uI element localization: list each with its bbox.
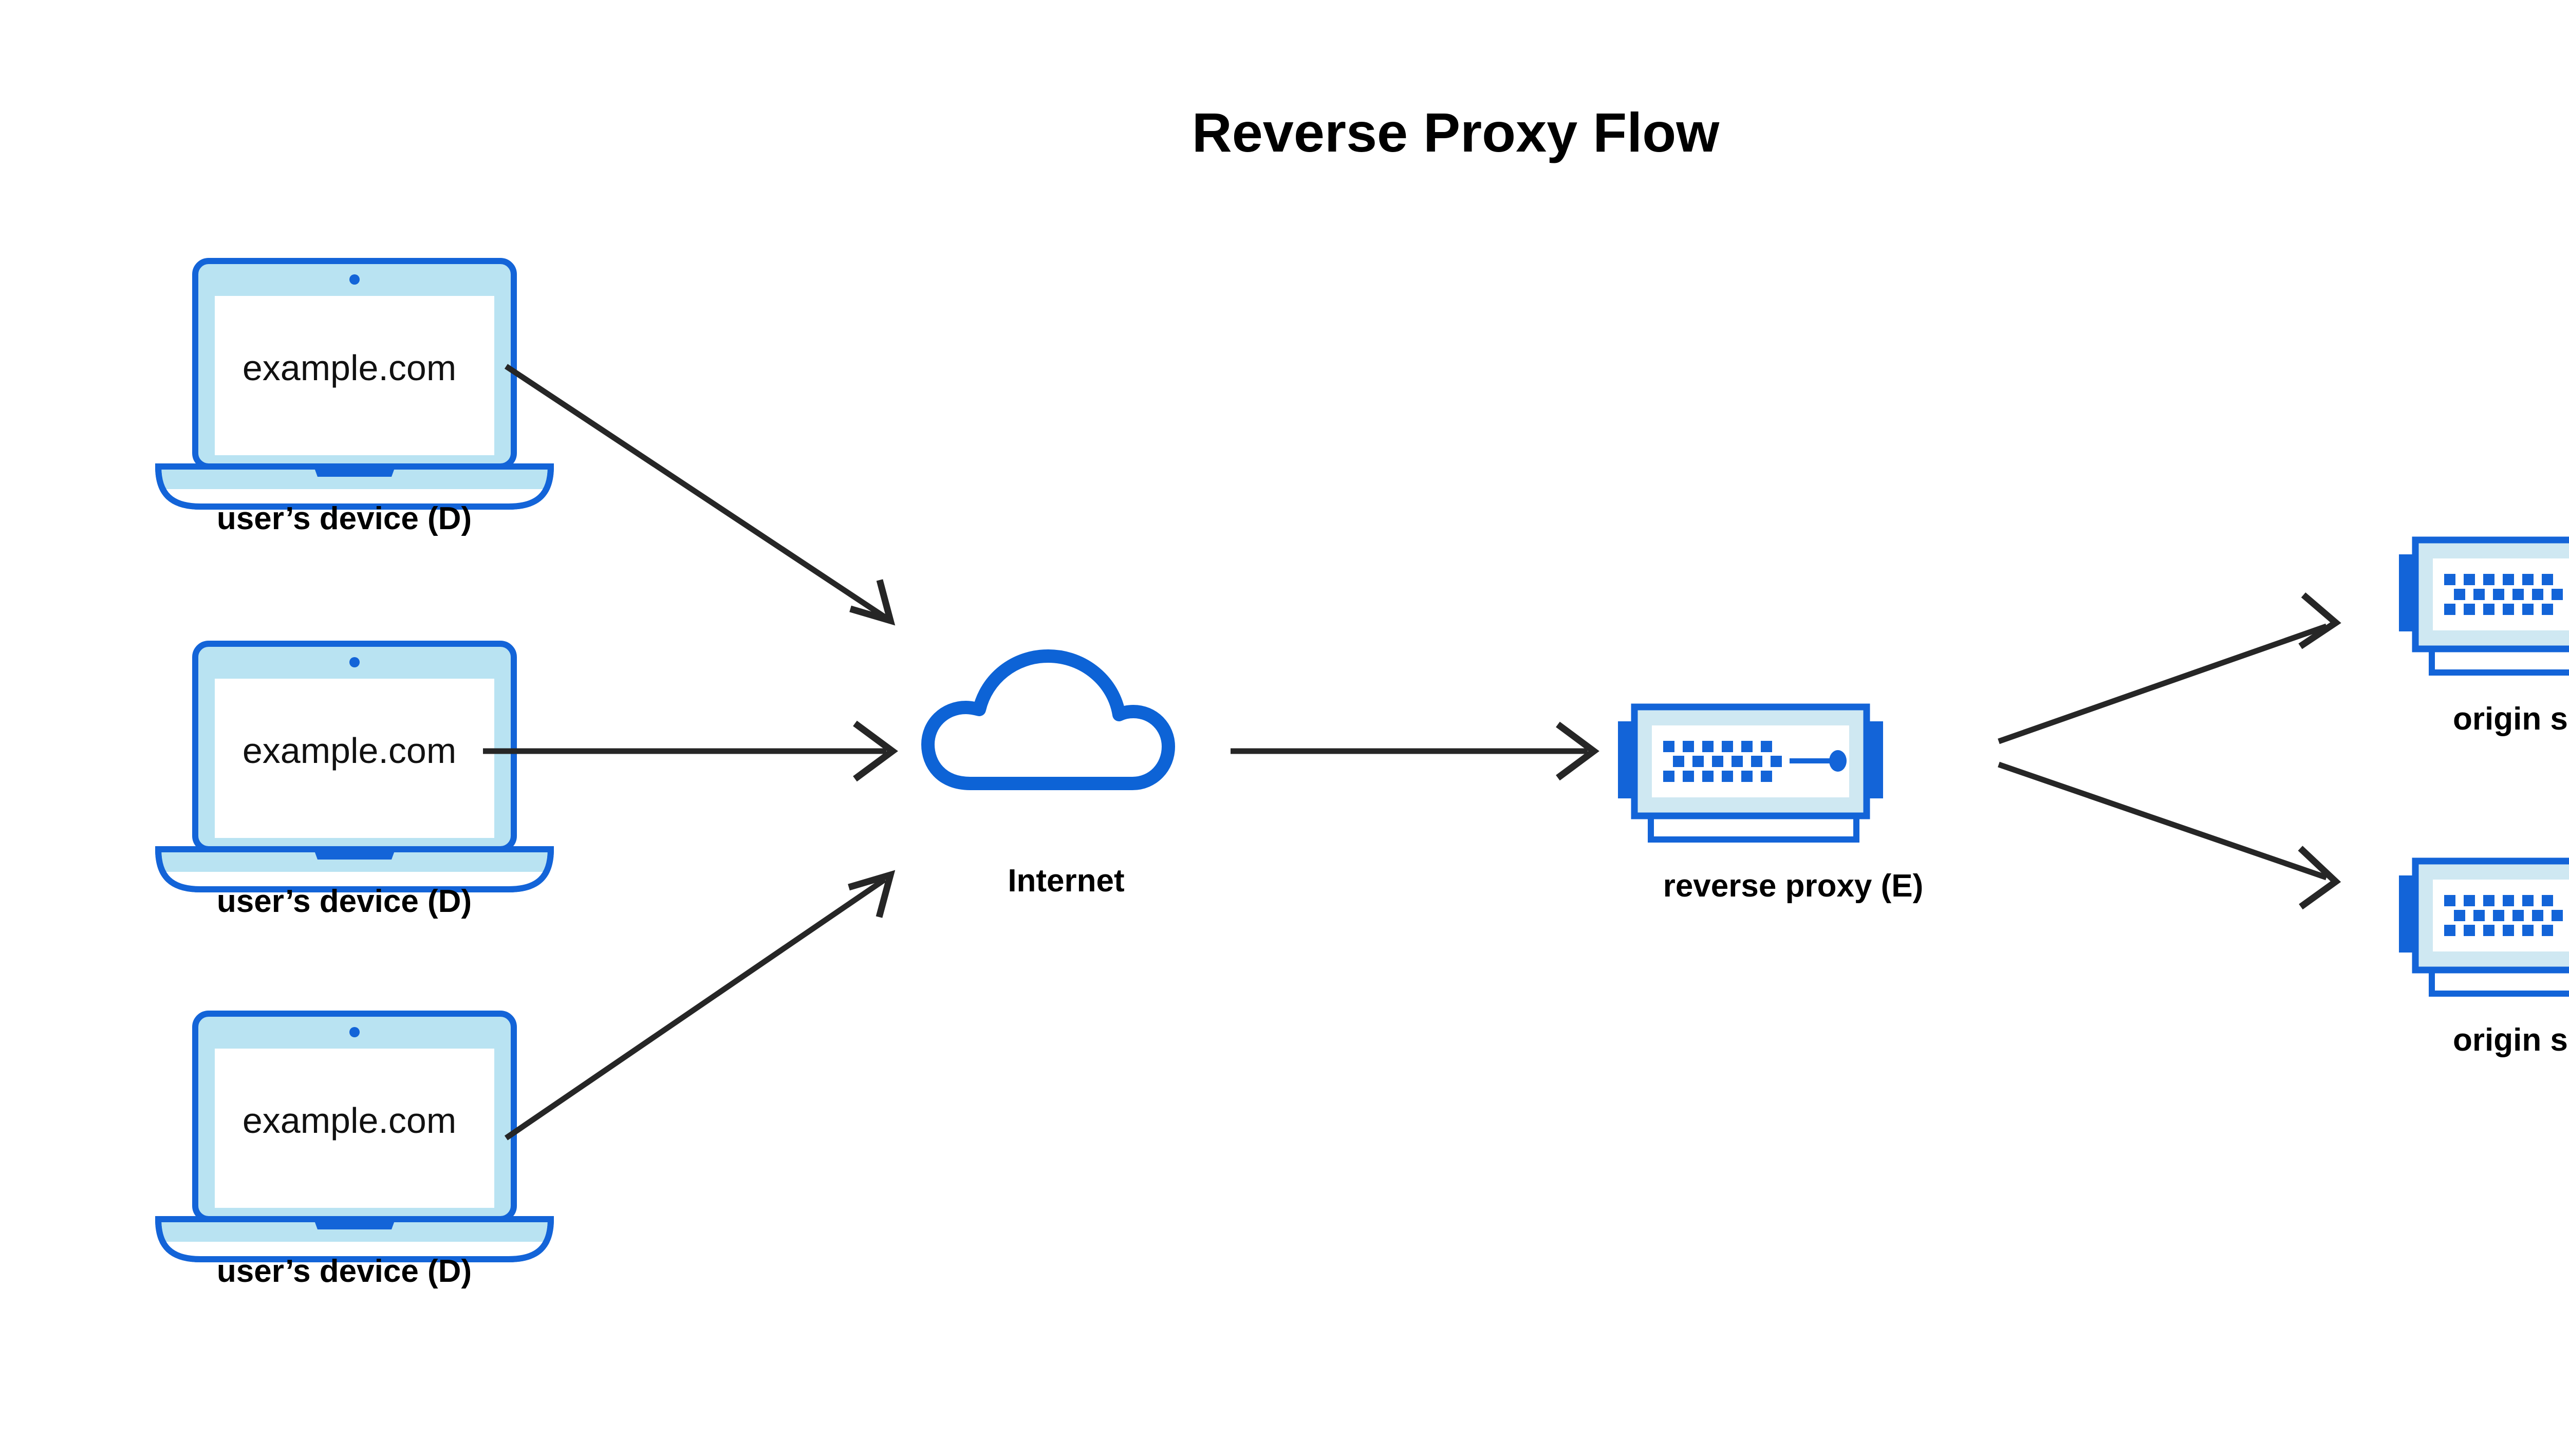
client-node-3[interactable]: example.com user’s device (D) [158,1014,551,1289]
client-node-1[interactable]: example.com user’s device (D) [158,261,551,536]
page-title: Reverse Proxy Flow [1192,101,1720,163]
arrow-proxy-to-origin2 [1998,761,2341,910]
origin-server-caption: origin server (F) [2453,1022,2569,1058]
arrow-client2-to-internet [483,720,898,782]
arrow-proxy-to-origin1 [1998,592,2341,744]
client-caption: user’s device (D) [217,501,472,536]
reverse-proxy-caption: reverse proxy (E) [1663,868,1924,904]
laptop-screen-text: example.com [243,1100,456,1141]
cloud-icon [928,656,1168,783]
origin-server-caption: origin server (F) [2453,701,2569,737]
laptop-screen-text: example.com [243,731,456,771]
internet-node[interactable]: Internet [928,656,1168,899]
arrow-client3-to-internet [504,870,896,1141]
server-icon [2399,861,2569,994]
origin-server-node-2[interactable]: origin server (F) [2399,861,2569,1058]
client-caption: user’s device (D) [217,1254,472,1289]
arrow-client1-to-internet [504,364,896,626]
arrow-internet-to-proxy [1231,721,1599,781]
laptop-screen-text: example.com [243,348,456,388]
origin-server-node-1[interactable]: origin server (F) [2399,540,2569,737]
reverse-proxy-node[interactable]: reverse proxy (E) [1618,707,1923,904]
internet-caption: Internet [1008,863,1124,899]
client-node-2[interactable]: example.com user’s device (D) [158,644,551,919]
client-caption: user’s device (D) [217,884,472,919]
server-icon [2399,540,2569,673]
server-icon [1618,707,1883,839]
